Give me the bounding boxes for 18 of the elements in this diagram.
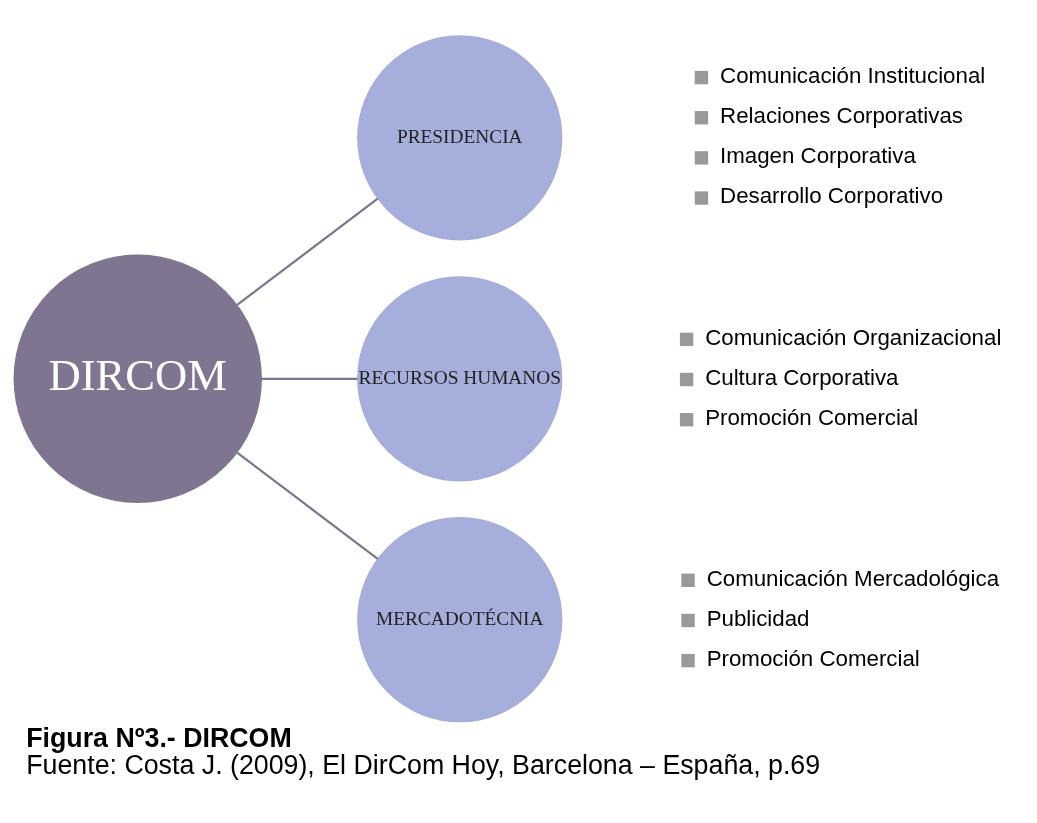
node-circle: RECURSOS HUMANOS: [357, 276, 563, 482]
node-label: Comunicación Organizacional: [705, 324, 1002, 350]
connector: [261, 377, 358, 380]
node-label: Imagen Corporativa: [720, 143, 916, 169]
node-label: Publicidad: [706, 605, 810, 631]
node-circle: PRESIDENCIA: [357, 35, 563, 241]
node-label: Comunicación Institucional: [720, 62, 986, 88]
diagram-title: Figura Nº3.- DIRCOM: [26, 723, 292, 754]
node-label: Cultura Corporativa: [705, 364, 899, 390]
node-label: Promoción Comercial: [705, 404, 919, 430]
connector: [236, 197, 379, 306]
node-label: Desarrollo Corporativo: [720, 183, 944, 209]
node-label: Comunicación Mercadológica: [706, 565, 1000, 591]
node-label: Relaciones Corporativas: [720, 102, 963, 128]
node-label: Promoción Comercial: [706, 645, 920, 671]
node-circle: MERCADOTÉCNIA: [357, 517, 563, 723]
node-circle: DIRCOM: [13, 254, 262, 503]
connector: [236, 451, 379, 560]
